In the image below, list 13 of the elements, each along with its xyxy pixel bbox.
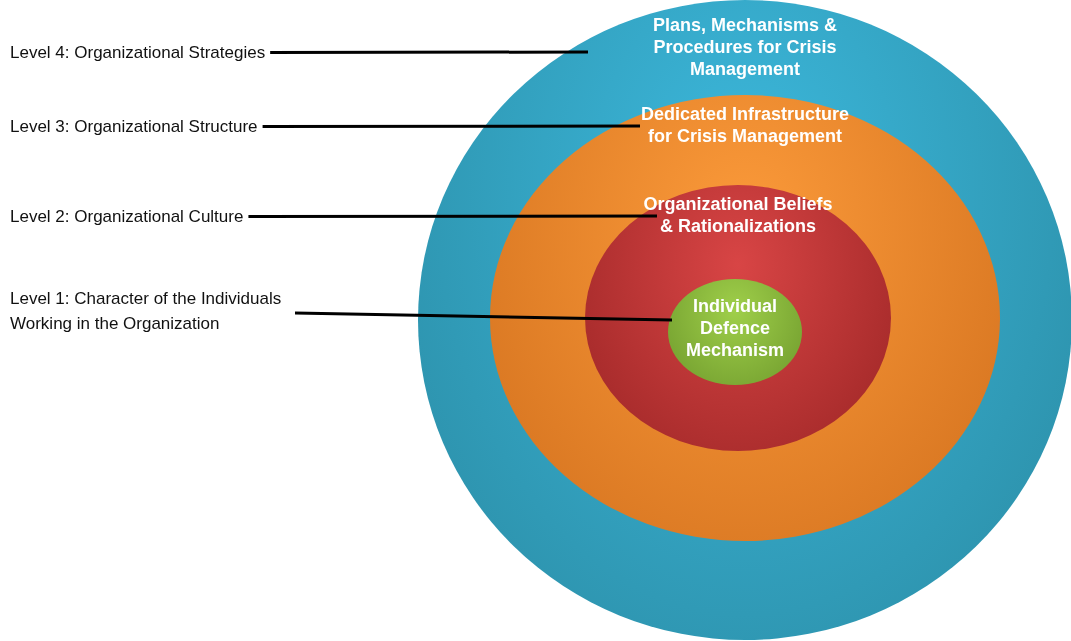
level-label: Level 1: Character of the Individuals Working in the Organization	[10, 286, 290, 336]
leader-line	[262, 124, 640, 128]
ring-label: Dedicated Infrastructure for Crisis Management	[639, 103, 851, 147]
level-label: Level 4: Organizational Strategies	[10, 40, 350, 65]
ring-label: Plans, Mechanisms & Procedures for Crisis Management	[651, 14, 839, 80]
level-label: Level 2: Organizational Culture	[10, 204, 350, 229]
ring-label: Organizational Beliefs & Rationalizations	[642, 193, 834, 237]
leader-line	[248, 214, 657, 218]
ring-label: Individual Defence Mechanism	[684, 295, 785, 361]
leader-line	[270, 50, 588, 54]
outer-ring	[418, 0, 1071, 640]
level-label: Level 3: Organizational Structure	[10, 114, 350, 139]
leader-line	[294, 311, 673, 322]
